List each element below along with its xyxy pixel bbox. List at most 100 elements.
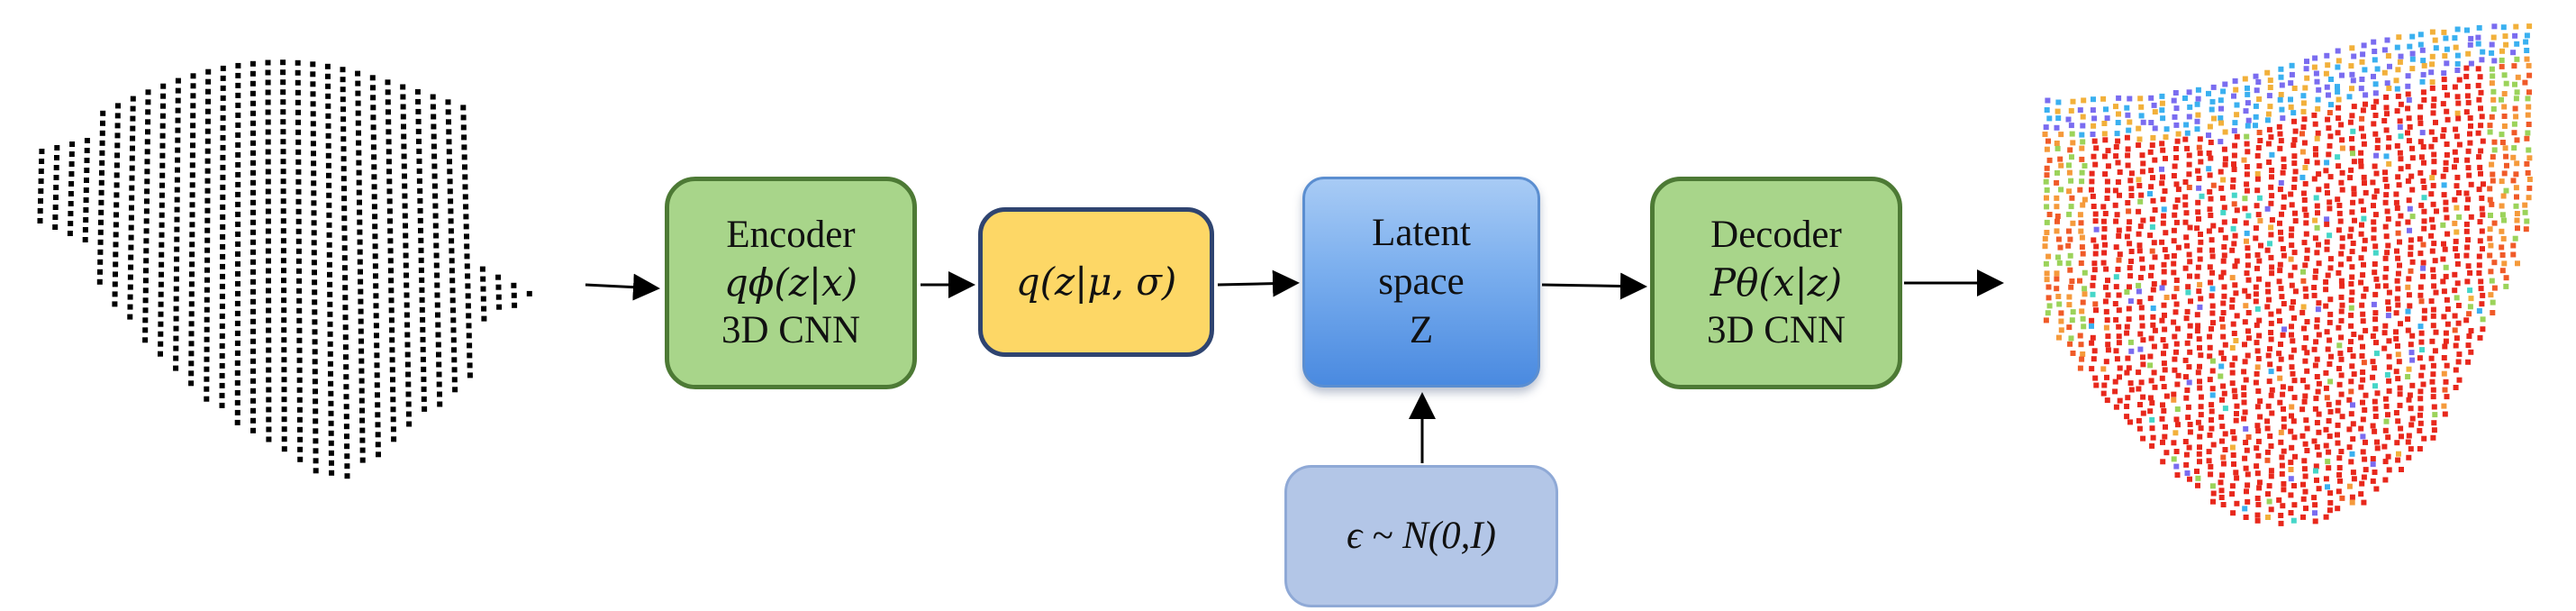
output-point [2396, 359, 2402, 365]
input-point [405, 371, 412, 378]
input-point [281, 367, 287, 373]
input-point [143, 218, 150, 224]
output-point [2514, 56, 2520, 62]
output-point [2117, 365, 2123, 371]
output-point [2405, 130, 2410, 136]
output-point [2090, 282, 2096, 288]
output-point [2372, 57, 2378, 63]
output-point [2077, 333, 2083, 339]
output-point [2172, 114, 2178, 120]
output-point [2395, 230, 2401, 236]
output-point [2091, 123, 2097, 129]
output-point [2327, 142, 2333, 149]
output-point [2339, 137, 2345, 143]
output-point [2339, 243, 2345, 250]
input-point [189, 251, 195, 258]
output-point [2195, 209, 2201, 215]
output-point [2407, 227, 2412, 233]
output-point [2393, 310, 2399, 316]
input-point [265, 149, 271, 155]
output-point [2079, 169, 2085, 176]
output-point [2316, 242, 2321, 248]
output-point [2268, 224, 2274, 231]
input-point [83, 197, 89, 203]
output-point [2312, 510, 2317, 516]
output-point [2101, 121, 2108, 126]
output-point [2208, 279, 2214, 286]
output-point [2360, 272, 2366, 278]
output-point [2114, 131, 2120, 137]
output-point [2163, 393, 2170, 399]
output-point [2044, 195, 2049, 201]
output-point [2335, 422, 2341, 428]
input-point [417, 207, 423, 214]
output-point [2279, 294, 2285, 300]
output-point [2218, 185, 2225, 191]
output-point [2150, 197, 2156, 204]
output-point [2464, 278, 2471, 285]
output-point [2150, 434, 2156, 441]
output-point [2054, 179, 2060, 186]
output-point [2091, 275, 2097, 281]
output-point [2174, 197, 2181, 203]
output-point [2489, 50, 2495, 56]
input-point [127, 274, 133, 280]
output-point [2115, 138, 2121, 144]
output-point [2117, 374, 2122, 380]
output-point [2300, 278, 2307, 284]
output-point [2468, 349, 2474, 355]
output-point [2199, 193, 2205, 199]
output-point [2172, 204, 2179, 210]
output-point [2137, 96, 2144, 102]
output-point [2163, 253, 2170, 260]
output-point [2371, 235, 2377, 242]
output-point [2346, 397, 2353, 403]
input-point [343, 374, 349, 380]
output-point [2386, 388, 2392, 394]
output-point [2339, 145, 2345, 151]
input-point [449, 268, 455, 274]
output-point [2358, 125, 2364, 132]
output-point [2524, 218, 2530, 224]
input-point [295, 238, 302, 244]
input-point [234, 399, 240, 406]
output-point [2522, 202, 2528, 208]
input-point [359, 457, 366, 463]
output-point [2091, 96, 2096, 103]
input-point [340, 176, 347, 182]
input-point [250, 130, 256, 136]
output-point [2302, 358, 2308, 364]
output-point [2406, 197, 2412, 204]
output-point [2253, 298, 2259, 305]
input-point [266, 297, 272, 304]
output-point [2198, 239, 2204, 245]
output-point [2136, 125, 2142, 132]
noise-formula: ϵ ~ N(0,I) [1347, 515, 1496, 558]
output-point [2430, 371, 2436, 378]
input-point [143, 268, 149, 274]
output-point [2349, 45, 2355, 51]
input-point [97, 269, 103, 275]
output-point [2405, 178, 2411, 184]
output-point [2300, 269, 2306, 275]
input-point [431, 133, 437, 140]
input-point [355, 90, 361, 96]
input-point [312, 359, 318, 365]
input-point [188, 321, 195, 327]
output-point [2430, 306, 2436, 313]
output-point [2267, 104, 2273, 110]
output-point [2230, 321, 2236, 327]
output-point [2209, 392, 2216, 398]
output-point [2350, 199, 2356, 205]
output-point [2080, 114, 2086, 120]
input-point [460, 114, 467, 121]
input-point [466, 313, 472, 319]
output-point [2348, 323, 2354, 329]
output-point [2464, 93, 2471, 99]
output-point [2430, 110, 2436, 116]
output-point [2382, 396, 2389, 402]
input-point [495, 284, 502, 290]
output-point [2091, 237, 2097, 243]
output-point [2172, 309, 2179, 315]
input-point [281, 357, 287, 363]
